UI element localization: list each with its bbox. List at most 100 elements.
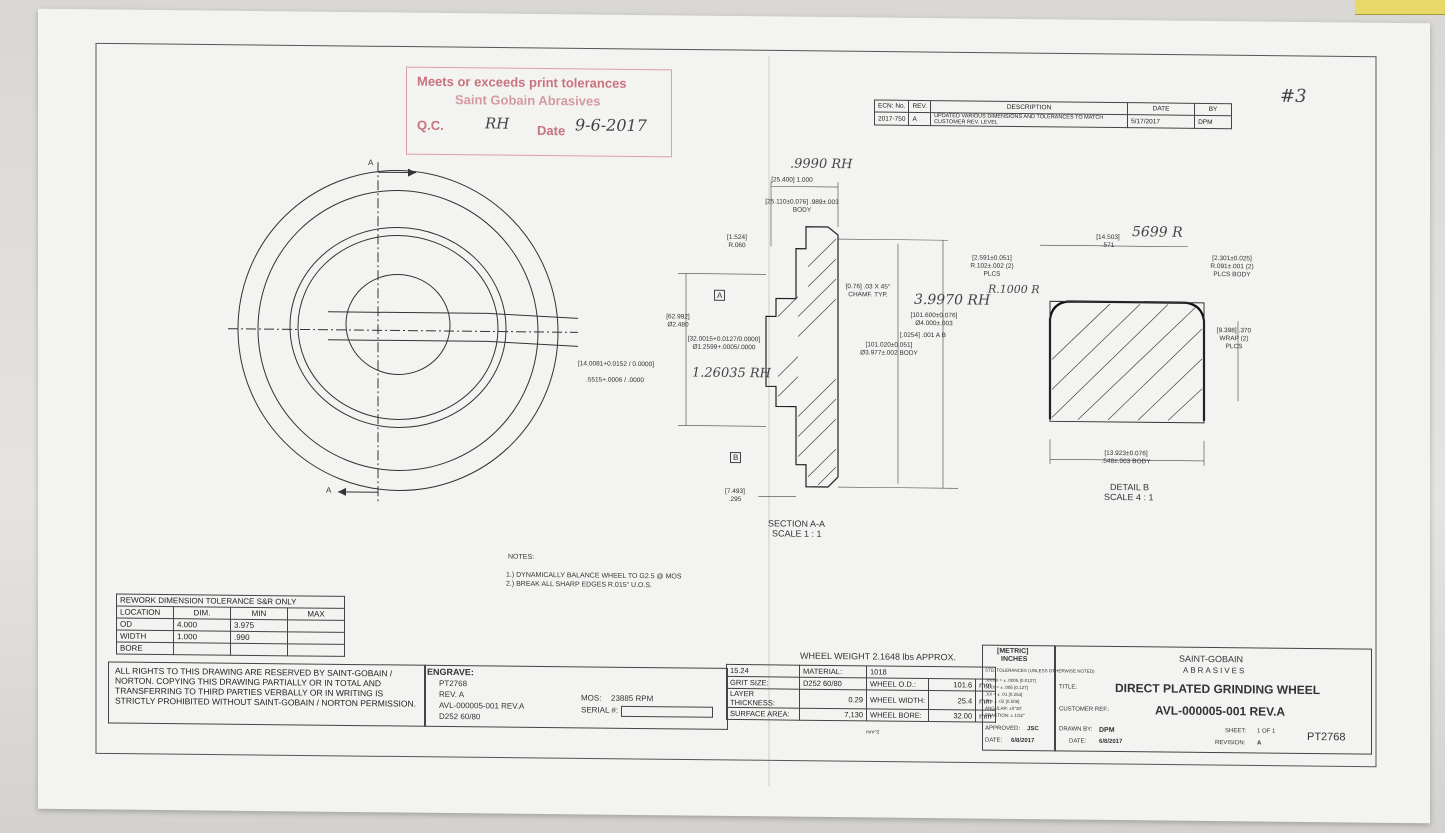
rework-header: MAX [287,607,345,621]
dim-od-left: [62.992] Ø2.480 [666,313,690,329]
detail-dim-width: [14.503] .571 [1096,233,1120,249]
revision-value: A [1257,740,1262,747]
detail-dim-wrap: [9.398] .370 WRAP (2) PLCS [1216,327,1252,351]
drawing-sheet: Meets or exceeds print tolerances Saint … [38,8,1430,824]
rev-cell: DPM [1194,115,1232,129]
area-unit: mm^2 [866,729,880,736]
revision-label: REVISION: [1215,740,1246,747]
tolerance-line: .XXX = ± .005 [0.127] [985,684,1028,691]
rework-cell [287,619,345,633]
stamp-date-label: Date [537,122,566,139]
dim-od-tolerance: [101.600±0.076] Ø4.000±.003 [910,311,958,328]
rev-header: ECN: No. [874,99,909,113]
sheet-mark: #3 [1280,85,1307,107]
tolerance-line: .XX = ± .01 [0.254] [985,691,1023,698]
section-scale: SCALE 1 : 1 [772,528,822,539]
rights-text: ALL RIGHTS TO THIS DRAWING ARE RESERVED … [115,665,416,709]
drawing-title: DIRECT PLATED GRINDING WHEEL [1115,680,1321,698]
rework-cell: OD [116,618,174,631]
spec-value: 7,130 [799,708,867,721]
rights-box: ALL RIGHTS TO THIS DRAWING ARE RESERVED … [108,661,426,727]
dim-chamfer: [0.76] .03 X 45° CHAMF. TYP. [845,283,891,299]
spec-label: SURFACE AREA: [726,707,800,721]
spec-label: WHEEL O.D.: [866,677,929,691]
rework-header: LOCATION [116,606,174,619]
detail-handwritten-left: R.1000 R [988,282,1040,297]
rework-header: MIN [230,607,288,620]
spec-code: 15.24 [726,664,800,678]
qc-stamp: Meets or exceeds print tolerances Saint … [406,66,672,158]
approved-value: JSC [1027,726,1039,733]
revision-table: ECN: No. REV. DESCRIPTION DATE BY 2017-7… [874,99,1232,129]
rev-cell: UPDATED VARIOUS DIMENSIONS AND TOLERANCE… [930,112,1128,128]
spec-value: 0.29 [799,689,867,709]
customer-ref: AVL-000005-001 REV.A [1155,703,1286,719]
tolerance-box: [METRIC] INCHES STD. TOLERANCES (UNLESS … [982,644,1095,752]
rev-cell: A [908,112,931,126]
section-marker-a-top: A [368,158,374,168]
drawing-linework [95,42,1377,768]
bore-dim-metric: [14.0081+0.0152 / 0.0000] [578,360,655,369]
spec-label: WHEEL BORE: [866,708,929,722]
dim-body-dia: [101.020±0.051] Ø3.977±.002 BODY [860,341,918,357]
approved-date-label: DATE: [985,737,1003,744]
rev-cell: 5/17/2017 [1127,114,1195,129]
datum-a: A [714,289,726,301]
rework-cell: 4.000 [173,618,231,632]
wheel-weight: WHEEL WEIGHT 2.1648 lbs APPROX. [800,650,957,663]
section-title: SECTION A-A [768,518,826,529]
stamp-line-2: Saint Gobain Abrasives [455,92,601,109]
ruler [1355,0,1445,15]
spec-label: LAYER THICKNESS: [726,688,800,709]
title-block: SAINT-GOBAIN ABRASIVES TITLE: DIRECT PLA… [1054,645,1372,755]
engrave-line: REV. A [439,689,465,700]
rework-header: DIM. [173,606,231,620]
rework-cell [230,643,288,656]
handwritten-bore: 1.26035 RH [692,365,772,382]
detail-dim-corner-right: [2.301±0.025] R.091±.001 (2) PLCS BODY [1210,255,1254,279]
rev-header: DATE [1127,102,1195,116]
drawn-value: DPM [1099,726,1115,734]
company-sub: ABRASIVES [1183,665,1247,676]
spec-value: D252 60/80 [799,677,867,690]
engrave-label: ENGRAVE: [427,666,474,678]
engrave-line: PT2768 [439,678,468,689]
stamp-line-1: Meets or exceeds print tolerances [417,73,627,91]
unit-metric: [METRIC] [997,647,1029,656]
detail-dim-corner: [2.591±0.051] R.102±.002 (2) PLCS [970,254,1014,278]
spec-label: WHEEL WIDTH: [866,689,929,710]
rev-header: BY [1194,103,1232,116]
engrave-line: AVL-000005-001 REV.A [439,700,525,711]
detail-title: DETAIL B [1110,481,1150,493]
unit-inches: INCHES [1001,655,1028,664]
notes-heading: NOTES: [508,553,535,561]
rework-cell: BORE [116,642,174,655]
tolerance-line: ANGULAR: ±0°30' [985,705,1022,712]
spec-label: MATERIAL: [799,665,867,678]
rev-cell: 2017-750 [874,111,909,126]
rework-cell: 1.000 [173,630,231,644]
spec-value: 101.6 [928,678,976,692]
serial-label: SERIAL #: [581,705,619,715]
handwritten-width: .9990 RH [790,156,853,173]
handwritten-od: 3.9970 RH [914,291,991,309]
rework-cell: 3.975 [230,619,288,632]
sheet-value: 1 OF 1 [1257,728,1276,735]
serial-field [621,705,713,718]
stamp-date-value: 9-6-2017 [575,115,647,136]
dim-top-width: [25.400] 1.000 [771,176,813,184]
tolerance-line: .X = ± .02 [0.508] [985,698,1020,704]
mos-value: 23885 RPM [611,693,654,704]
rework-cell: WIDTH [116,630,174,643]
dim-radius: [1.524] R.060 [727,233,747,250]
detail-handwritten-top: 5699 R [1132,224,1183,241]
spec-value: 25.4 [928,690,976,711]
dim-runout: [.0254] .001 A B [900,331,946,340]
spec-label: GRIT SIZE: [726,676,800,690]
sheet-label: SHEET: [1225,728,1247,735]
tolerance-line: .XXXX = ± .0005 [0.0127] [985,677,1036,684]
bore-dim-inch: .5515+.0006 / .0000 [586,376,645,385]
drawn-date-label: DATE: [1069,738,1087,745]
tolerance-line: FRACTION: ± 1/32" [985,712,1025,719]
